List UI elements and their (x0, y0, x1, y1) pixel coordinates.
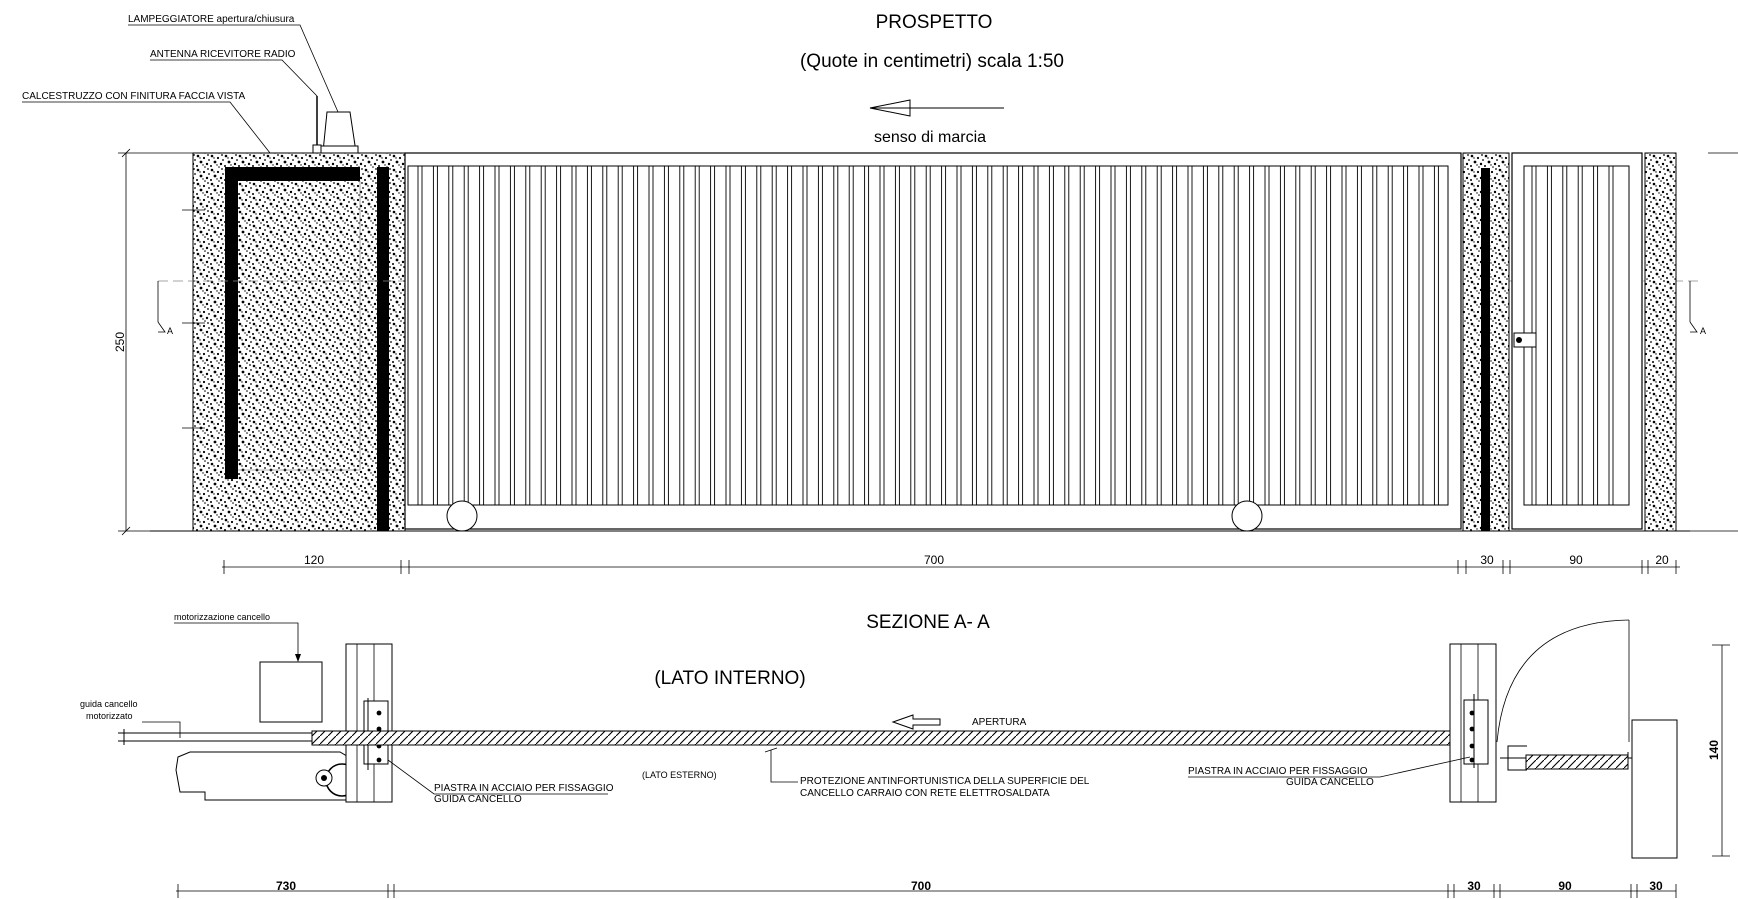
apertura-arrow (891, 714, 941, 730)
callout-calcestruzzo: CALCESTRUZZO CON FINITURA FACCIA VISTA (22, 91, 246, 102)
gate-wheel-right (1231, 500, 1263, 532)
left-pillar-steel-right (377, 167, 389, 531)
dim-90: 90 (1569, 553, 1583, 567)
height-dimension (118, 148, 205, 536)
section-view: SEZIONE A- A (LATO INTERNO) (LATO ESTERN… (80, 612, 1730, 898)
gate-plan-section (311, 730, 1481, 746)
dim-700: 700 (924, 553, 944, 567)
right-steel-plate (1463, 699, 1489, 765)
travel-direction-arrow (869, 99, 1004, 117)
pedestrian-door-leaf (1525, 754, 1629, 770)
left-pillar-steel-top (225, 167, 360, 181)
left-concrete-pillar (192, 152, 406, 532)
gate-motor (259, 661, 323, 723)
lamp-base (317, 145, 359, 154)
guide-label-2: motorizzato (86, 711, 133, 721)
dim-20: 20 (1655, 553, 1669, 567)
protection-label-1: PROTEZIONE ANTINFORTUNISTICA DELLA SUPER… (800, 776, 1090, 787)
elevation-dimension-chain (222, 560, 1680, 574)
elevation-subtitle: (Quote in centimetri) scala 1:50 (800, 51, 1064, 72)
callout-lampeggiatore: LAMPEGGIATORE apertura/chiusura (128, 14, 295, 25)
motor-label: motorizzazione cancello (174, 612, 270, 622)
elevation-title: PROSPETTO (876, 12, 993, 33)
section-mark-right: A (1700, 326, 1706, 336)
pedestrian-gate-inner-panel (1523, 165, 1630, 506)
right-plate-label-1: PIASTRA IN ACCIAIO PER FISSAGGIO (1188, 766, 1368, 777)
dim-120: 120 (304, 553, 324, 567)
pedestrian-gate-bars (1531, 166, 1614, 505)
lato-interno-label: (LATO INTERNO) (654, 668, 805, 689)
section-dim-30a: 30 (1467, 879, 1481, 893)
protection-label-2: CANCELLO CARRAIO CON RETE ELETTROSALDATA (800, 788, 1050, 799)
section-title: SEZIONE A- A (866, 612, 990, 633)
pedestrian-door-swing-arc (1496, 619, 1630, 743)
section-height-label: 140 (1707, 740, 1721, 760)
right-plate-label-2: GUIDA CANCELLO (1286, 777, 1374, 788)
height-dimension-label: 250 (113, 332, 127, 352)
callout-antenna: ANTENNA RICEVITORE RADIO (150, 49, 296, 60)
elevation-view: PROSPETTO (Quote in centimetri) scala 1:… (22, 12, 1738, 574)
section-dim-90: 90 (1558, 879, 1572, 893)
section-dim-700: 700 (911, 879, 931, 893)
section-dim-730: 730 (276, 879, 296, 893)
middle-post-steel (1481, 168, 1490, 531)
right-concrete-post (1644, 152, 1677, 532)
motor-base (175, 751, 375, 801)
left-plate-label-1: PIASTRA IN ACCIAIO PER FISSAGGIO (434, 783, 614, 794)
pedestrian-gate-lock (1513, 332, 1537, 348)
gate-wheel-left (446, 500, 478, 532)
travel-direction-label: senso di marcia (874, 129, 986, 146)
dim-30: 30 (1480, 553, 1494, 567)
apertura-label: APERTURA (972, 717, 1027, 728)
section-dim-30b: 30 (1649, 879, 1663, 893)
gate-vertical-bars (417, 166, 1439, 505)
guide-label-1: guida cancello (80, 699, 138, 709)
left-pillar-steel-left (225, 167, 238, 479)
section-mark-left: A (167, 326, 173, 336)
section-dimension-chain (176, 884, 1677, 898)
lato-esterno-label: (LATO ESTERNO) (642, 770, 717, 780)
sliding-gate-inner-panel (407, 165, 1449, 506)
right-wall-block (1631, 719, 1678, 859)
left-plate-label-2: GUIDA CANCELLO (434, 794, 522, 805)
